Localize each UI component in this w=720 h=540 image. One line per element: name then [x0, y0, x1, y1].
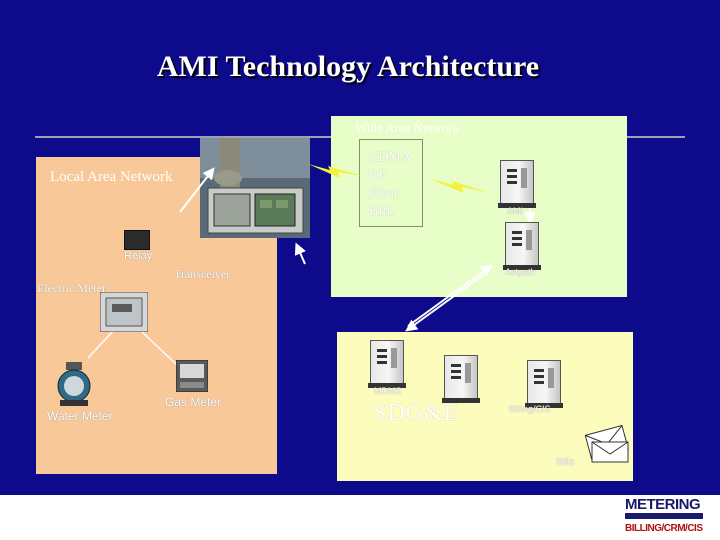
relay-icon — [124, 230, 150, 250]
billing-server-label: Billing/CIS — [509, 404, 551, 414]
dispatch-server-base — [503, 265, 541, 270]
water-meter-label: Water Meter — [47, 409, 113, 423]
bills-label: Bills — [556, 457, 575, 468]
mdms-server-icon — [370, 340, 404, 384]
billing-server-base — [525, 403, 563, 408]
wan-tech-item: Fiber — [369, 186, 399, 201]
logo-line-1: METERING — [625, 496, 701, 513]
lan-label: Local Area Network — [50, 169, 173, 185]
transceiver-label: Transceiver — [174, 267, 231, 281]
lightning-bolt-icon — [430, 179, 490, 193]
slide-title: AMI Technology Architecture — [156, 50, 540, 83]
wan-tech-item: CDMA — [369, 150, 412, 165]
wan-panel — [331, 116, 627, 297]
wan-tech-item: BPL — [369, 204, 395, 219]
sdge-label: SDG&E — [373, 400, 460, 426]
ami-server-base — [498, 203, 536, 208]
mdm-server-icon — [444, 355, 478, 399]
billing-server-icon — [527, 360, 561, 404]
dispatch-server-label: Astpath — [505, 267, 536, 277]
transceiver-pole-image — [200, 138, 310, 238]
gas-meter-icon — [176, 360, 208, 392]
wan-label: Wide Area Network — [355, 120, 460, 135]
ami-server-label: AMI — [507, 206, 524, 216]
dispatch-server-icon — [505, 222, 539, 266]
logo-line-2: BILLING/CRM/CIS — [625, 523, 703, 534]
ami-server-icon — [500, 160, 534, 204]
mdm-server-base — [442, 398, 480, 403]
electric-meter-icon — [100, 292, 148, 332]
electric-meter-label: Electric Meter — [37, 281, 106, 295]
envelope-icon — [584, 424, 629, 463]
relay-label: Relay — [124, 250, 153, 262]
mdms-server-base — [368, 383, 406, 388]
arrow-icon — [87, 167, 536, 365]
mdms-server-label: MDMS — [374, 386, 402, 396]
lightning-bolt-icon — [308, 164, 362, 178]
water-meter-icon — [57, 362, 91, 406]
gas-meter-label: Gas Meter — [165, 395, 222, 409]
wan-technology-list: CDMA RF Fiber BPL — [359, 139, 423, 227]
wan-tech-item: RF — [369, 168, 387, 183]
logo-bar — [625, 513, 703, 519]
metering-billing-logo: METERING BILLING/CRM/CIS — [625, 497, 703, 537]
